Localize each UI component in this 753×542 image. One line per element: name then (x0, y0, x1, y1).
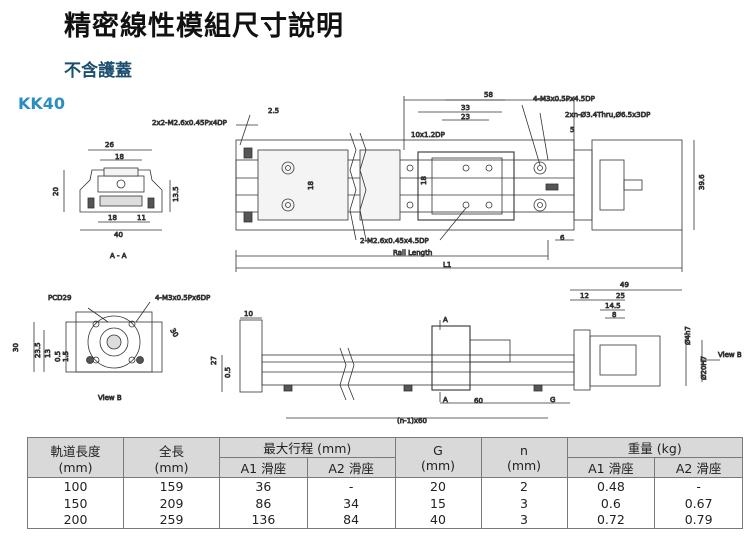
svg-text:A: A (443, 316, 448, 324)
svg-text:60: 60 (474, 397, 483, 405)
svg-text:A - A: A - A (110, 252, 127, 260)
svg-text:View B: View B (98, 394, 122, 402)
svg-text:1.5: 1.5 (62, 351, 70, 362)
svg-text:4-M3x0.5Px6DP: 4-M3x0.5Px6DP (155, 294, 210, 302)
header-rail: 軌道長度 (mm) (27, 437, 124, 478)
svg-text:30: 30 (168, 327, 179, 339)
header-w1: A1 滑座 (566, 457, 656, 478)
spec-table: 軌道長度 (mm) 全長 (mm) 最大行程 (mm) G (mm) n (mm… (27, 437, 743, 529)
svg-text:2xn-Ø3.4Thru,Ø6.5x3DP: 2xn-Ø3.4Thru,Ø6.5x3DP (565, 111, 650, 119)
page-title: 精密線性模組尺寸說明 (64, 11, 344, 42)
svg-text:39.6: 39.6 (698, 174, 706, 190)
top-view (235, 96, 695, 272)
header-n: n (mm) (480, 437, 568, 478)
svg-text:2-M2.6x0.45x4.5DP: 2-M2.6x0.45x4.5DP (360, 237, 429, 245)
svg-text:58: 58 (484, 91, 493, 99)
subtitle: 不含護蓋 (64, 61, 132, 81)
svg-text:23: 23 (461, 113, 470, 121)
header-a1: A1 滑座 (219, 457, 308, 478)
svg-text:Rail Length: Rail Length (393, 249, 432, 257)
svg-text:11: 11 (137, 214, 146, 222)
svg-text:23.5: 23.5 (34, 342, 42, 358)
svg-text:27: 27 (210, 356, 218, 365)
svg-text:14.5: 14.5 (605, 302, 621, 310)
svg-text:12: 12 (580, 292, 589, 300)
svg-text:View B: View B (718, 351, 742, 359)
model-label: KK40 (18, 94, 66, 113)
svg-text:6: 6 (560, 234, 565, 242)
svg-text:Ø4h7: Ø4h7 (684, 326, 692, 345)
header-a2: A2 滑座 (306, 457, 396, 478)
header-stroke: 最大行程 (mm) (219, 437, 396, 458)
header-w2: A2 滑座 (654, 457, 743, 478)
svg-text:10: 10 (244, 310, 253, 318)
svg-text:18: 18 (420, 176, 428, 185)
side-view (221, 289, 720, 419)
svg-text:0.5: 0.5 (224, 367, 232, 378)
svg-text:18: 18 (115, 153, 124, 161)
svg-text:49: 49 (620, 281, 629, 289)
svg-text:G: G (550, 396, 555, 404)
svg-text:13: 13 (44, 349, 52, 358)
svg-text:A: A (443, 396, 448, 404)
svg-text:18: 18 (307, 181, 315, 190)
svg-text:PCD29: PCD29 (48, 294, 71, 302)
svg-text:0.5: 0.5 (54, 351, 62, 362)
svg-text:30: 30 (12, 343, 20, 352)
section-a-a (63, 149, 171, 231)
svg-text:L1: L1 (443, 261, 451, 269)
svg-text:2.5: 2.5 (268, 107, 279, 115)
view-b (33, 301, 163, 373)
header-g: G (mm) (394, 437, 482, 478)
header-total: 全長 (mm) (123, 437, 220, 478)
svg-text:18: 18 (108, 214, 117, 222)
svg-text:20: 20 (52, 187, 60, 196)
svg-text:26: 26 (105, 141, 114, 149)
svg-text:13.5: 13.5 (172, 186, 180, 202)
svg-text:8: 8 (612, 311, 616, 319)
svg-text:5: 5 (570, 126, 574, 134)
svg-text:25: 25 (616, 292, 625, 300)
technical-drawing: 2x2-M2.6x0.45Px4DP 2.5 58 33 23 10x1.2DP… (12, 91, 743, 426)
svg-text:33: 33 (461, 104, 470, 112)
svg-text:4-M3x0.5Px4.5DP: 4-M3x0.5Px4.5DP (533, 95, 595, 103)
svg-text:10x1.2DP: 10x1.2DP (411, 131, 445, 139)
svg-text:(n-1)x60: (n-1)x60 (397, 417, 427, 425)
svg-text:Ø20H7: Ø20H7 (700, 356, 708, 380)
svg-text:40: 40 (114, 231, 123, 239)
header-weight: 重量 (kg) (566, 437, 743, 458)
svg-text:2x2-M2.6x0.45Px4DP: 2x2-M2.6x0.45Px4DP (152, 119, 227, 127)
